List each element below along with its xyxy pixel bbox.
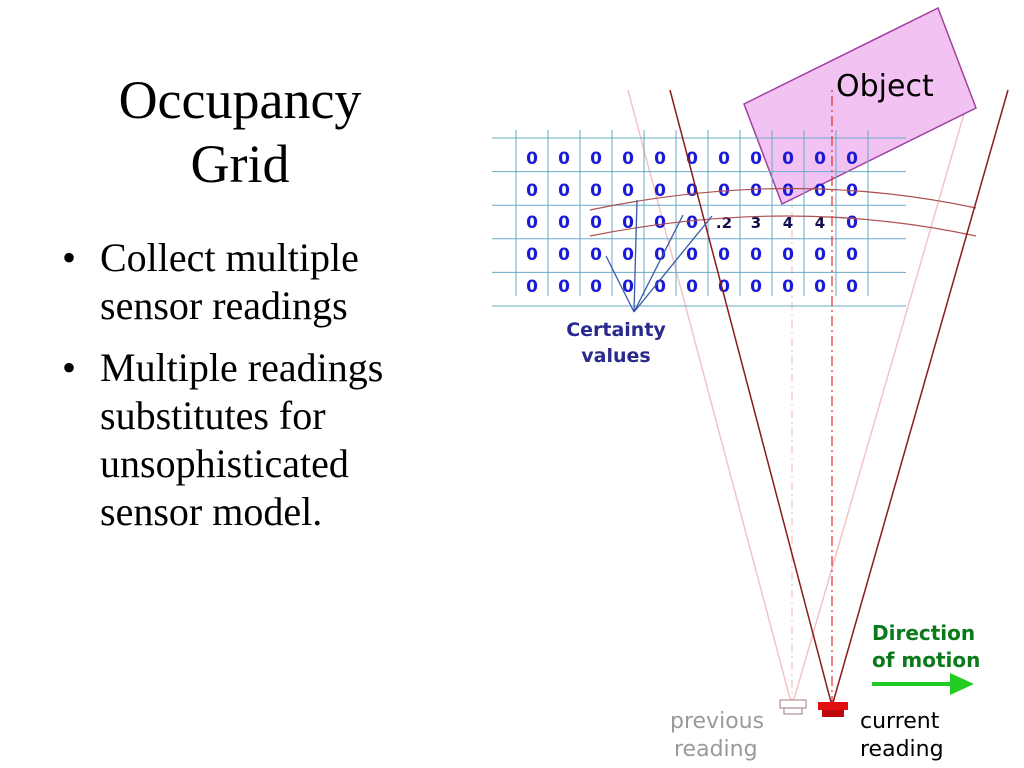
certainty-label-line-1: Certainty bbox=[566, 319, 666, 341]
current-beam bbox=[669, 88, 1009, 707]
grid-cell-value: 0 bbox=[558, 181, 570, 201]
grid-cell-value: 0 bbox=[686, 213, 698, 233]
grid-cell-value: 0 bbox=[654, 277, 666, 297]
previous-label-line-1: previous bbox=[670, 709, 764, 734]
grid-cell-value: 0 bbox=[622, 149, 634, 169]
grid-cell-value: 0 bbox=[814, 181, 826, 201]
certainty-label-line-2: values bbox=[581, 345, 650, 367]
grid-cell-value: 0 bbox=[782, 181, 794, 201]
grid-cell-value: 0 bbox=[590, 213, 602, 233]
title-line-1: Occupancy bbox=[118, 70, 362, 130]
previous-sensor-icon bbox=[779, 699, 807, 715]
grid-cell-value: 0 bbox=[814, 245, 826, 265]
grid-cell-value: 3 bbox=[751, 214, 761, 232]
grid-cell-value: 0 bbox=[814, 277, 826, 297]
grid-cell-value: 4 bbox=[783, 214, 793, 232]
title-line-2: Grid bbox=[190, 134, 290, 194]
grid-cell-value: 0 bbox=[782, 149, 794, 169]
grid-cell-value: 0 bbox=[622, 181, 634, 201]
grid-cell-value: 0 bbox=[846, 277, 858, 297]
grid-cell-value: 0 bbox=[782, 277, 794, 297]
grid-cell-value: 0 bbox=[558, 245, 570, 265]
previous-label-line-2: reading bbox=[674, 737, 758, 762]
grid-cell-value: 0 bbox=[622, 245, 634, 265]
grid-cell-value: 0 bbox=[526, 181, 538, 201]
grid-cell-value: 0 bbox=[750, 277, 762, 297]
bullet-list: • Collect multiple sensor readings • Mul… bbox=[56, 234, 456, 550]
grid-cell-value: .2 bbox=[716, 214, 732, 232]
grid-cell-value: 0 bbox=[526, 213, 538, 233]
bullet-item: • Multiple readings substitutes for unso… bbox=[56, 344, 456, 536]
bullet-dot: • bbox=[62, 345, 77, 390]
grid-cell-value: 0 bbox=[558, 213, 570, 233]
direction-arrow-icon bbox=[872, 673, 974, 695]
grid-cell-value: 0 bbox=[718, 149, 730, 169]
grid-cell-value: 0 bbox=[526, 245, 538, 265]
grid-cell-value: 0 bbox=[622, 277, 634, 297]
grid-cell-value: 0 bbox=[814, 149, 826, 169]
grid-cell-value: 0 bbox=[590, 149, 602, 169]
grid-cell-value: 0 bbox=[654, 213, 666, 233]
grid-cell-value: 0 bbox=[846, 213, 858, 233]
grid-lines bbox=[492, 130, 906, 307]
grid-cell-value: 0 bbox=[654, 245, 666, 265]
grid-cell-value: 0 bbox=[654, 181, 666, 201]
grid-cell-value: 0 bbox=[558, 149, 570, 169]
bullet-text: Collect multiple sensor readings bbox=[100, 235, 359, 328]
slide-title: Occupancy Grid bbox=[40, 68, 440, 196]
grid-cell-value: 0 bbox=[526, 149, 538, 169]
grid-cell-value: 0 bbox=[750, 181, 762, 201]
grid-cell-value: 0 bbox=[590, 245, 602, 265]
grid-cell-value: 0 bbox=[590, 181, 602, 201]
grid-cell-value: 0 bbox=[686, 245, 698, 265]
grid-cell-value: 0 bbox=[686, 277, 698, 297]
grid-cell-value: 0 bbox=[750, 245, 762, 265]
object-label: Object bbox=[836, 69, 934, 104]
direction-label-line-1: Direction bbox=[872, 621, 975, 645]
range-arcs bbox=[589, 187, 977, 237]
grid-cell-value: 0 bbox=[718, 245, 730, 265]
direction-label-line-2: of motion bbox=[872, 648, 980, 672]
grid-cell-value: 0 bbox=[526, 277, 538, 297]
grid-cell-value: 0 bbox=[846, 245, 858, 265]
current-label-line-1: current bbox=[860, 709, 940, 734]
bullet-dot: • bbox=[62, 235, 77, 280]
grid-cell-value: 0 bbox=[590, 277, 602, 297]
object-shape: Object bbox=[743, 6, 977, 206]
grid-cell-value: 0 bbox=[654, 149, 666, 169]
current-label-line-2: reading bbox=[860, 737, 944, 762]
grid-cell-value: 0 bbox=[750, 149, 762, 169]
current-sensor-icon bbox=[818, 702, 848, 717]
bullet-item: • Collect multiple sensor readings bbox=[56, 234, 456, 330]
certainty-pointers bbox=[605, 199, 713, 313]
grid-cell-value: 0 bbox=[782, 245, 794, 265]
grid-cell-value: 0 bbox=[558, 277, 570, 297]
bullet-text: Multiple readings substitutes for unsoph… bbox=[100, 345, 384, 534]
grid-cell-value: 4 bbox=[815, 214, 825, 232]
grid-cell-value: 0 bbox=[846, 149, 858, 169]
